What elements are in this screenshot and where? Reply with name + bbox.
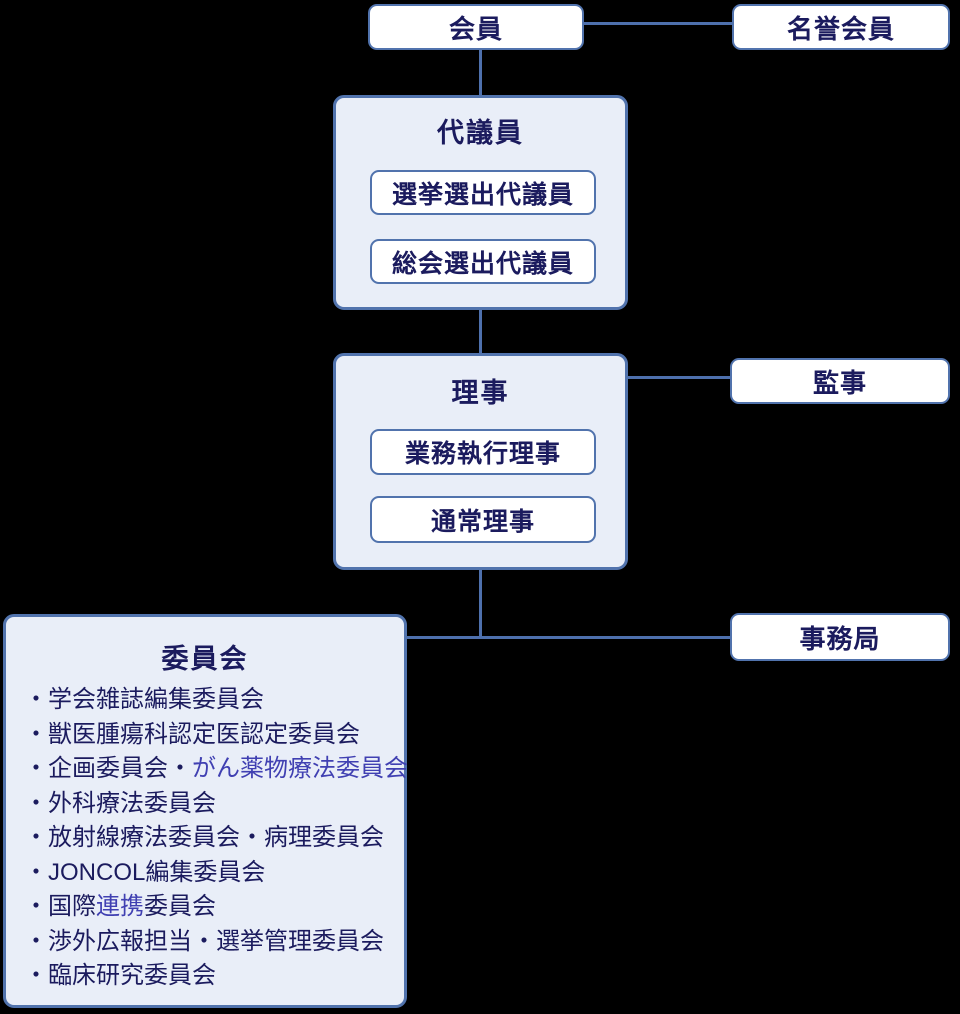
committee-item-planning-chemo: ・企画委員会・がん薬物療法委員会 (24, 752, 408, 787)
secretariat-box: 事務局 (730, 613, 950, 661)
committee-item-radiation-pathology: ・放射線療法委員会・病理委員会 (24, 821, 399, 856)
committee-item-pr-election: ・渉外広報担当・選挙管理委員会 (24, 925, 399, 960)
committee-item-text: ・臨床研究委員会 (24, 962, 216, 989)
committee-item-certification: ・獣医腫瘍科認定医認定委員会 (24, 718, 399, 753)
connector-delegates-directors (479, 308, 482, 355)
committee-item-text: ・渉外広報担当・選挙管理委員会 (24, 927, 384, 955)
committee-item-text: ・JONCOL編集委員会 (24, 858, 266, 886)
committee-item-text: ・企画委員会・ (24, 755, 192, 782)
delegates-item-elected-label: 選挙選出代議員 (391, 180, 574, 209)
delegates-item-assembly: 総会選出代議員 (370, 239, 596, 284)
committee-item-journal: ・学会雑誌編集委員会 (24, 683, 399, 718)
secretariat-label: 事務局 (799, 623, 881, 654)
committee-item-link[interactable]: がん薬物療法委員会 (192, 755, 408, 782)
committees-group: 委員会 ・学会雑誌編集委員会 ・獣医腫瘍科認定医認定委員会 ・企画委員会・がん薬… (3, 614, 408, 1008)
connector-directors-auditor (626, 376, 732, 379)
honorary-member-box: 名誉会員 (732, 4, 950, 50)
committee-item-text: ・獣医腫瘍科認定医認定委員会 (24, 720, 360, 748)
connector-member-honorary (582, 22, 734, 25)
honorary-member-label: 名誉会員 (786, 13, 895, 44)
delegates-item-assembly-label: 総会選出代議員 (391, 249, 574, 278)
directors-group: 理事 業務執行理事 通常理事 (333, 353, 628, 570)
directors-item-executive: 業務執行理事 (370, 429, 596, 475)
delegates-item-elected: 選挙選出代議員 (370, 170, 596, 215)
connector-committees-secretariat (405, 636, 732, 639)
committees-title: 委員会 (161, 644, 249, 674)
directors-item-executive-label: 業務執行理事 (404, 440, 561, 468)
committee-item-text: ・外科療法委員会 (24, 789, 216, 817)
member-label: 会員 (448, 13, 503, 44)
committee-item-text: ・放射線療法委員会・病理委員会 (24, 824, 384, 851)
member-box: 会員 (368, 4, 584, 50)
delegates-group: 代議員 選挙選出代議員 総会選出代議員 (333, 95, 628, 310)
committee-item-surgery: ・外科療法委員会 (24, 787, 399, 822)
committee-item-clinical-research: ・臨床研究委員会 (24, 959, 399, 994)
committee-item-link[interactable]: 連携 (96, 893, 144, 920)
committee-list: ・学会雑誌編集委員会 ・獣医腫瘍科認定医認定委員会 ・企画委員会・がん薬物療法委… (24, 683, 408, 994)
auditor-box: 監事 (730, 358, 950, 404)
directors-item-regular: 通常理事 (370, 496, 596, 543)
connector-directors-committees (479, 568, 482, 638)
committee-item-text: 委員会 (144, 893, 216, 920)
delegates-title: 代議員 (437, 118, 524, 148)
connector-member-delegates (479, 48, 482, 97)
committee-item-international: ・国際連携委員会 (24, 890, 399, 925)
committee-item-text: ・学会雑誌編集委員会 (24, 686, 264, 713)
directors-item-regular-label: 通常理事 (430, 507, 535, 536)
directors-title: 理事 (451, 378, 510, 408)
committee-item-text: ・国際 (24, 893, 96, 920)
auditor-label: 監事 (812, 367, 867, 398)
committee-item-joncol: ・JONCOL編集委員会 (24, 856, 399, 891)
